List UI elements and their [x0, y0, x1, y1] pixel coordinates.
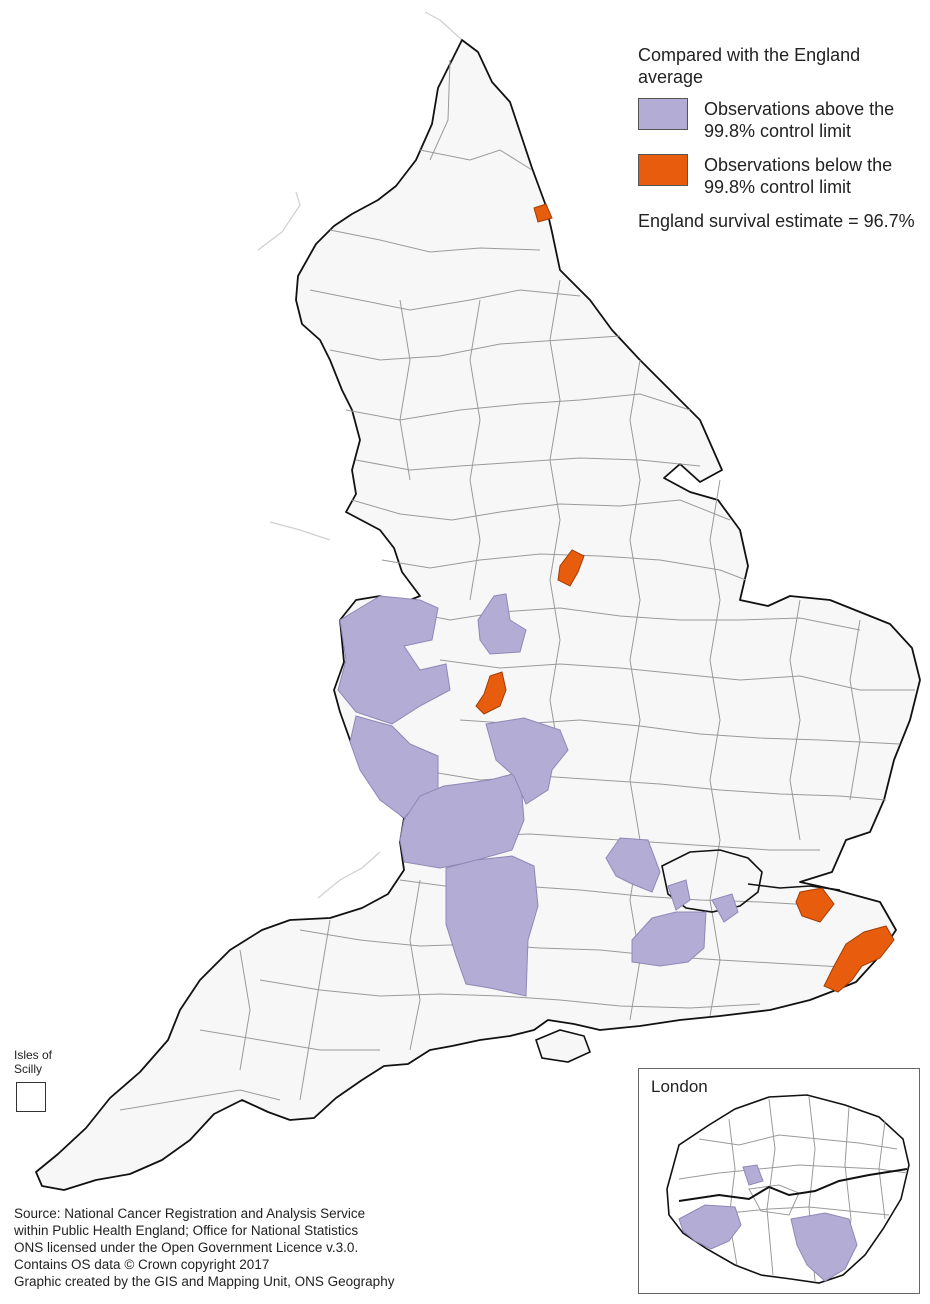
area-above-surrey-2 [667, 879, 691, 911]
area-above-staffordshire [477, 593, 527, 655]
area-above-warwickshire [485, 717, 569, 805]
area-below-north-tyneside [533, 203, 553, 223]
legend-label-below: Observations below the 99.8% control lim… [704, 155, 893, 197]
source-line-2: within Public Health England; Office for… [14, 1223, 359, 1238]
area-below-nottingham [557, 549, 585, 587]
thames-estuary [747, 883, 841, 891]
legend-item-below: Observations below the 99.8% control lim… [638, 154, 923, 198]
scilly-label: Isles of Scilly [14, 1048, 53, 1076]
source-line-5: Graphic created by the GIS and Mapping U… [14, 1274, 395, 1289]
legend-title: Compared with the England average [638, 45, 861, 87]
london-inset: London [638, 1068, 920, 1294]
areas-below-limit [475, 203, 895, 993]
area-above-gloucestershire [399, 771, 525, 869]
area-below-birmingham [475, 671, 507, 715]
legend-swatch-above [638, 98, 688, 130]
area-above-oxfordshire [605, 837, 661, 893]
local-authority-boundaries [119, 59, 915, 1111]
map-legend: Compared with the England average Observ… [638, 44, 923, 232]
source-line-4: Contains OS data © Crown copyright 2017 [14, 1257, 270, 1272]
london-inset-title: London [651, 1077, 708, 1096]
area-below-medway [795, 887, 835, 923]
source-line-1: Source: National Cancer Registration and… [14, 1206, 366, 1221]
london-inset-above [678, 1164, 858, 1282]
area-above-wiltshire [445, 855, 539, 997]
isle-of-wight [535, 1029, 592, 1063]
area-above-surrey [631, 911, 707, 967]
river-lines [257, 11, 463, 899]
survival-estimate: England survival estimate = 96.7% [638, 211, 915, 231]
source-line-3: ONS licensed under the Open Government L… [14, 1240, 359, 1255]
area-above-shropshire [337, 595, 451, 725]
source-notes: Source: National Cancer Registration and… [14, 1205, 534, 1290]
england-landmass [35, 39, 921, 1191]
area-above-bromley [711, 893, 739, 923]
scilly-inset-box [16, 1082, 46, 1112]
areas-above-limit [337, 593, 739, 997]
legend-swatch-below [638, 154, 688, 186]
legend-item-above: Observations above the 99.8% control lim… [638, 98, 923, 142]
london-inset-thames [678, 1168, 908, 1202]
london-inset-map [666, 1094, 910, 1284]
legend-label-above: Observations above the 99.8% control lim… [704, 99, 895, 141]
area-below-kent-east [823, 925, 895, 993]
